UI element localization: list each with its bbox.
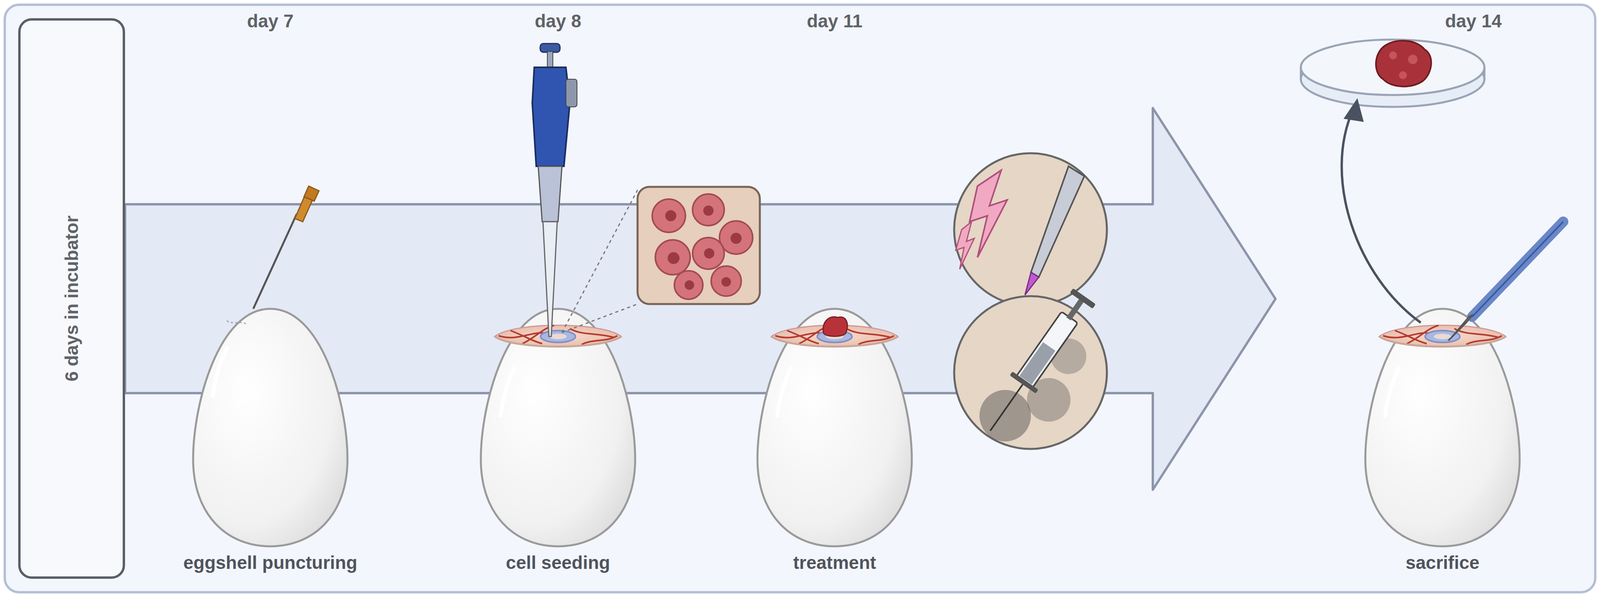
pipette xyxy=(532,43,577,337)
egg xyxy=(480,308,636,547)
step-caption: sacrifice xyxy=(1405,551,1480,574)
day-label: day 11 xyxy=(806,10,863,32)
egg xyxy=(1365,308,1520,547)
panel xyxy=(4,4,1596,593)
step-caption: treatment xyxy=(793,551,877,574)
day-label: day 14 xyxy=(1444,10,1502,32)
electroporation-icon xyxy=(954,153,1107,306)
box-label: 6 days in incubator xyxy=(60,215,83,382)
scalpel xyxy=(1448,221,1564,341)
egg xyxy=(757,308,912,547)
needle xyxy=(253,186,319,309)
step-caption: cell seeding xyxy=(505,551,610,574)
day-label: day 8 xyxy=(534,10,582,32)
cell-inset xyxy=(561,186,760,333)
petri-dish xyxy=(1300,39,1485,107)
egg xyxy=(193,308,348,547)
incubator-box: 6 days in incubator xyxy=(18,18,126,579)
day-label: day 7 xyxy=(246,10,294,32)
transfer-arrow xyxy=(1341,98,1421,323)
step-caption: eggshell puncturing xyxy=(183,551,358,574)
injection-icon xyxy=(954,286,1107,449)
